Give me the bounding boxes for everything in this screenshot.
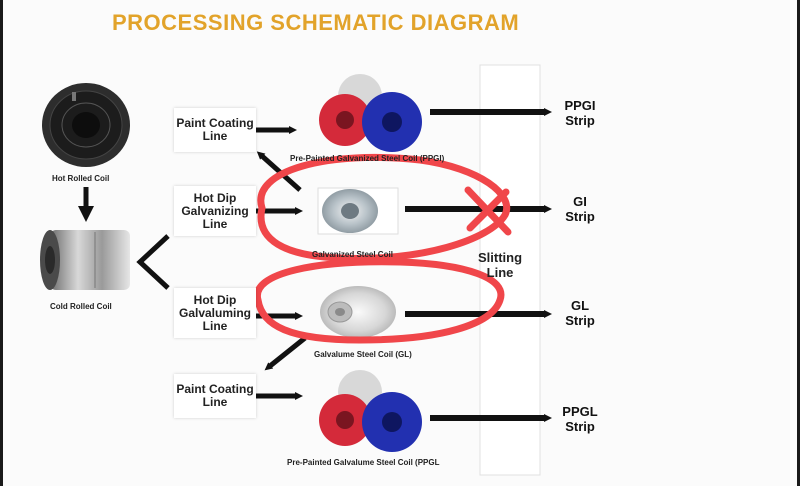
gl-strip-label-2: Strip — [565, 313, 595, 328]
hot-rolled-coil-image — [42, 83, 130, 167]
slitting-label-2: Line — [486, 265, 514, 280]
gl-strip-label-1: GL — [570, 298, 590, 313]
gl-strip-output: GL Strip — [550, 298, 610, 328]
ppgl-coil-label: Pre-Painted Galvalume Steel Coil (PPGL — [287, 458, 440, 467]
ppgl-strip-label-1: PPGL — [562, 404, 598, 419]
fork-cold-rolled — [136, 234, 170, 290]
gl-coil-label: Galvalume Steel Coil (GL) — [314, 350, 412, 359]
gi-coil-label: Galvanized Steel Coil — [312, 250, 393, 259]
gi-coil-image — [317, 187, 399, 235]
paint-coating-bottom-label-1: Paint Coating — [176, 382, 254, 396]
ppgi-coil-label: Pre-Painted Galvanized Steel Coil (PPGI) — [290, 154, 445, 163]
paint-coating-top-label-2: Line — [202, 129, 228, 143]
ppgi-strip-output: PPGI Strip — [550, 98, 610, 128]
paint-coating-line-bottom: Paint Coating Line — [174, 374, 256, 418]
gi-strip-label-1: GI — [573, 194, 587, 209]
left-edge-bar — [0, 0, 3, 486]
ppgi-coil-image — [319, 74, 422, 152]
ppgi-strip-label-1: PPGI — [564, 98, 596, 113]
diagram-title: PROCESSING SCHEMATIC DIAGRAM — [112, 10, 520, 35]
annotation-circle-gi — [257, 154, 511, 262]
hot-dip-galvaluming-line: Hot Dip Galvaluming Line — [174, 288, 256, 338]
galvaluming-label-3: Line — [202, 318, 228, 333]
ppgi-strip-label-2: Strip — [565, 113, 595, 128]
hot-rolled-coil-label: Hot Rolled Coil — [52, 174, 110, 183]
ppgl-coil-image — [319, 370, 422, 452]
right-edge-bar — [797, 0, 800, 486]
galvaluming-label-2: Galvaluming — [178, 305, 252, 320]
slitting-line-panel — [479, 64, 541, 476]
hot-dip-galvanizing-line: Hot Dip Galvanizing Line — [174, 186, 256, 236]
galvaluming-label-1: Hot Dip — [193, 292, 237, 307]
galvanizing-label-3: Line — [202, 216, 228, 231]
slitting-label-1: Slitting — [478, 250, 523, 265]
gi-strip-output: GI Strip — [550, 194, 610, 224]
cold-rolled-coil-image — [40, 230, 130, 290]
paint-coating-line-top: Paint Coating Line — [174, 108, 256, 152]
annotation-circle-gl — [253, 258, 505, 344]
ppgl-strip-output: PPGL Strip — [550, 404, 610, 434]
annotation-cross-gi — [464, 186, 512, 236]
cold-rolled-coil-label: Cold Rolled Coil — [50, 302, 112, 311]
paint-coating-top-label-1: Paint Coating — [176, 116, 254, 130]
ppgl-strip-label-2: Strip — [565, 419, 595, 434]
gl-coil-image — [320, 286, 396, 338]
paint-coating-bottom-label-2: Line — [202, 395, 228, 409]
slitting-line-label: Slitting Line — [478, 250, 522, 280]
arrow-gl-to-paint-bottom — [264, 336, 307, 371]
gi-strip-label-2: Strip — [565, 209, 595, 224]
galvanizing-label-2: Galvanizing — [181, 203, 249, 218]
galvanizing-label-1: Hot Dip — [193, 190, 237, 205]
